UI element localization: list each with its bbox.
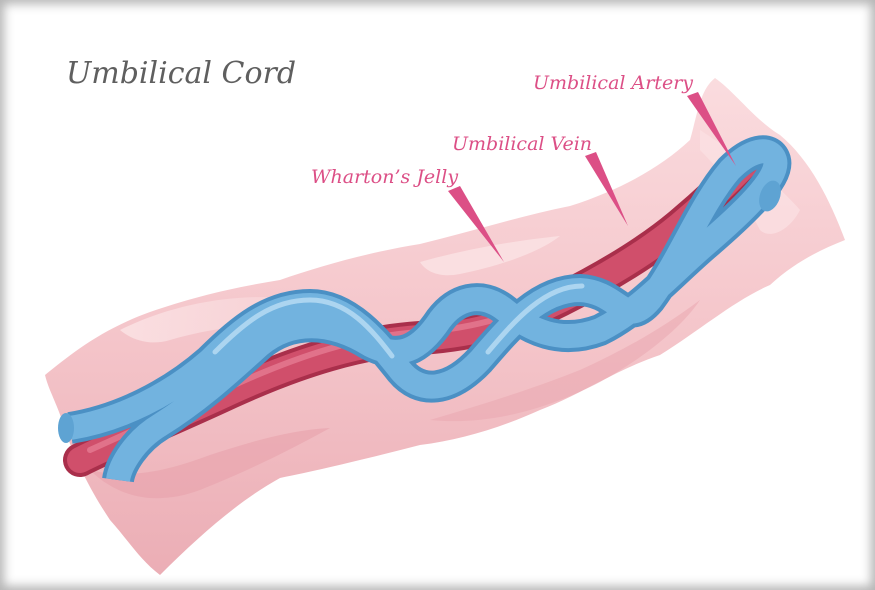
vein-cut-end [58, 413, 74, 443]
diagram-title: Umbilical Cord [66, 56, 296, 91]
label-whartons-jelly: Wharton’s Jelly [311, 166, 458, 188]
label-umbilical-artery: Umbilical Artery [533, 72, 693, 94]
label-umbilical-vein: Umbilical Vein [452, 133, 592, 155]
